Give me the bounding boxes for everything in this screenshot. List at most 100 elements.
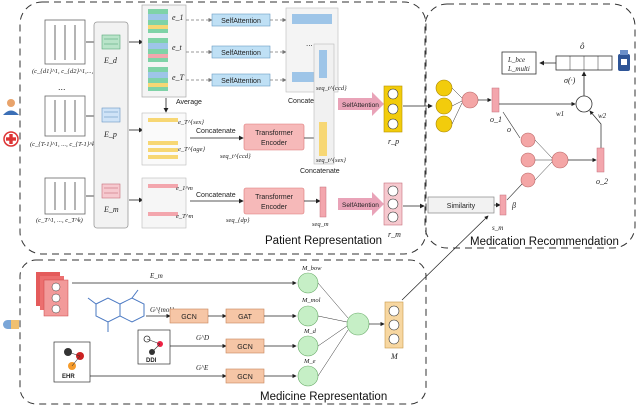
svg-text:SelfAttention: SelfAttention [221, 50, 261, 57]
gcn-box-3: GCN [225, 368, 265, 384]
pill-icon [3, 320, 19, 329]
concatenate-label-2: Concatenate [196, 128, 236, 135]
m-bow-label: M_bow [301, 265, 322, 272]
gcn-box-1: GCN [169, 308, 209, 324]
transformer-encoder-2: Transformer Encoder [243, 187, 305, 215]
svg-text:EHR: EHR [62, 374, 75, 380]
self-attention-arrow-top [338, 92, 384, 116]
svg-text:r_m: r_m [388, 230, 401, 239]
concatenate-label-4: Concatenate [196, 192, 236, 199]
similarity-box: Similarity [427, 196, 495, 214]
e-m-label: E_m [103, 205, 119, 214]
beta-label: β [511, 201, 516, 210]
e-d-label: E_d [103, 56, 118, 65]
s-m-vector [499, 194, 507, 216]
ehr-vector-stack [36, 272, 69, 317]
svg-text:GCN: GCN [181, 314, 197, 321]
seq-dp-label: seq_{dp} [226, 217, 250, 224]
seq-ccd-label-2: seq_t^{ccd} [316, 85, 347, 92]
e-mT-label: e_T^m [176, 213, 193, 220]
codes-ellipsis: ... [58, 82, 66, 92]
gat-box: GAT [225, 308, 265, 324]
m-vector: M [384, 301, 404, 361]
svg-text:o_1: o_1 [490, 115, 502, 124]
pink-node-top [461, 91, 479, 109]
transformer-encoder-1: Transformer Encoder [243, 123, 305, 151]
visit-codes-top: (c_{d1}^1, c_{d2}^1,..., c_{d|}^1) [32, 19, 119, 75]
concatenate-label-1: Concatenate [288, 98, 328, 105]
e-sex-label: e_T^{sex} [178, 119, 204, 126]
seq-ccd-label-1: seq_t^{ccd} [220, 153, 251, 160]
embedding-column [93, 21, 129, 229]
e1-label: e_1 [172, 13, 184, 22]
svg-text:Encoder: Encoder [261, 204, 288, 211]
medicine-representation-label: Medicine Representation [260, 391, 387, 403]
visit-codes-mid: (c_{T-1}^1, ..., c_{T-1}^k) [30, 95, 97, 148]
loss-box: L_bce L_multi [501, 51, 537, 75]
molecule-icon [87, 289, 145, 332]
medicine-representation-frame [19, 259, 427, 405]
self-attention-box-1: SelfAttention [211, 13, 271, 27]
e-m-med-label: E_m [149, 272, 163, 280]
svg-text:SelfAttention: SelfAttention [342, 102, 379, 109]
output-vector: ô [555, 41, 613, 71]
medication-recommendation-frame [424, 3, 636, 249]
yellow-node-3 [435, 115, 453, 133]
concat-ellipsis: ... [306, 39, 313, 48]
medical-cross-icon [3, 131, 19, 147]
patient-representation-frame [19, 1, 427, 255]
svg-text:GAT: GAT [238, 314, 253, 321]
r-p-vector: r_p [383, 85, 403, 146]
sigma-label: σ(·) [564, 76, 576, 85]
visit-vec-t [148, 38, 168, 62]
svg-text:GCN: GCN [237, 344, 253, 351]
green-node-4 [297, 365, 319, 387]
svg-text:SelfAttention: SelfAttention [221, 78, 261, 85]
proc-embedding: E_p [101, 107, 121, 139]
m-d-label: M_d [303, 328, 317, 335]
svg-text:Transformer: Transformer [255, 130, 294, 137]
svg-text:SelfAttention: SelfAttention [342, 202, 379, 209]
m-e-label: M_e [303, 358, 316, 365]
ehr-graph-icon: EHR [53, 341, 91, 383]
svg-text:M: M [390, 352, 399, 361]
svg-text:L_bce: L_bce [507, 56, 525, 64]
o2-vector [596, 147, 605, 173]
patient-representation-label: Patient Representation [265, 235, 382, 247]
svg-text:Similarity: Similarity [447, 203, 476, 210]
visit-vec-1 [148, 9, 168, 33]
g-e-label: G^E [196, 364, 209, 372]
visit-codes-bot: (c_T^1, ..., c_T^k) [36, 177, 86, 224]
codes-bot-label: (c_T^1, ..., c_T^k) [36, 217, 83, 224]
e-age-label: e_T^{age} [178, 146, 205, 153]
sum-node [575, 95, 593, 113]
medicine-bottle-icon [618, 50, 630, 71]
et-label: e_t [172, 43, 183, 52]
codes-top-label: (c_{d1}^1, c_{d2}^1,..., c_{d|}^1) [32, 68, 119, 75]
g-d-label: G^D [196, 334, 209, 342]
gcn-box-2: GCN [225, 338, 265, 354]
w1-label: w1 [556, 110, 564, 118]
r-m-vector: r_m [383, 182, 403, 239]
svg-text:SelfAttention: SelfAttention [221, 18, 261, 25]
o-label: o [507, 125, 511, 134]
m-mol-label: M_mol [301, 297, 321, 304]
svg-text:o_2: o_2 [596, 177, 608, 186]
green-node-3 [297, 335, 319, 357]
seq-m-label: seq_m [312, 221, 329, 228]
green-merge-node [346, 312, 370, 336]
svg-text:L_multi: L_multi [507, 65, 530, 73]
pink-node-2 [520, 152, 536, 168]
med-embedding: E_m [101, 183, 121, 214]
self-attention-box-3: SelfAttention [211, 73, 271, 87]
self-attention-arrow-bottom [338, 192, 384, 216]
visit-vec-T [148, 67, 168, 91]
yellow-node-2 [435, 97, 453, 115]
ddi-graph-icon: DDI [137, 329, 171, 365]
yellow-node-1 [435, 79, 453, 97]
svg-text:ô: ô [580, 41, 585, 51]
o1-vector [491, 87, 500, 113]
codes-mid-label: (c_{T-1}^1, ..., c_{T-1}^k) [30, 141, 97, 148]
green-node-2 [297, 305, 319, 327]
